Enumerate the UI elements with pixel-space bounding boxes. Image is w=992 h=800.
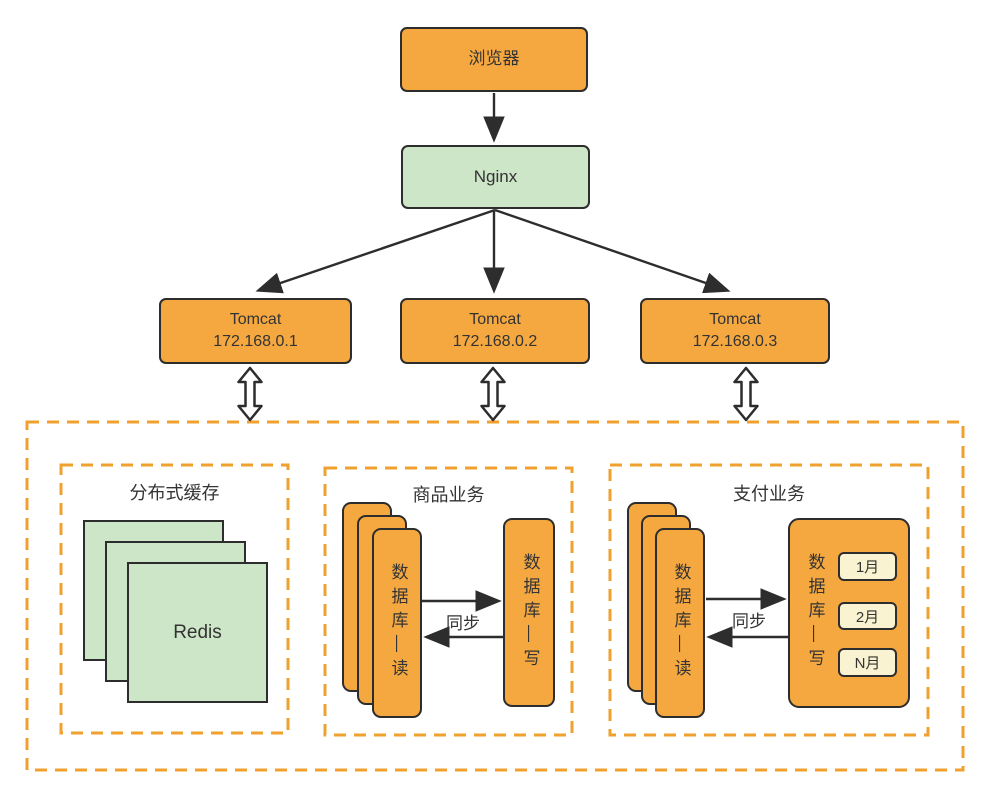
product-read-db-front: 数据库—读	[372, 528, 422, 718]
month-shard-n: N月	[838, 648, 897, 677]
product-read-label: 数据库—读	[388, 563, 408, 683]
payment-read-label: 数据库—读	[671, 563, 691, 683]
product-write-db: 数据库—写	[503, 518, 555, 707]
tomcat-name: Tomcat	[709, 311, 761, 329]
arrow-nginx-tomcat1	[255, 208, 496, 294]
payment-section-title: 支付业务	[733, 484, 805, 504]
month-shard-2: 2月	[838, 602, 897, 630]
payment-frame	[608, 463, 930, 737]
payment-write-label-wrap: 数据库—写	[795, 530, 835, 696]
redis-label: Redis	[173, 621, 222, 643]
tomcat-ip: 172.168.0.3	[692, 333, 778, 350]
browser-label: 浏览器	[468, 49, 520, 69]
tomcat-node-3: Tomcat 172.168.0.3	[640, 298, 830, 364]
tomcat-node-1: Tomcat 172.168.0.1	[159, 298, 352, 364]
tomcat-node-2: Tomcat 172.168.0.2	[400, 298, 590, 364]
product-section-title: 商品业务	[412, 485, 485, 505]
double-arrow-tomcat3	[733, 366, 759, 422]
product-write-label: 数据库—写	[520, 552, 540, 673]
month-shard-1: 1月	[838, 552, 897, 581]
redis-node-front: Redis	[127, 562, 268, 703]
browser-node: 浏览器	[400, 27, 588, 92]
payment-read-db-front: 数据库—读	[655, 528, 705, 718]
nginx-label: Nginx	[473, 166, 518, 186]
arrow-nginx-tomcat3	[494, 208, 731, 294]
payment-sync-label: 同步	[732, 612, 766, 631]
tomcat-name: Tomcat	[469, 311, 521, 329]
cluster-frame	[25, 420, 965, 772]
nginx-node: Nginx	[401, 145, 590, 209]
tomcat-name: Tomcat	[229, 311, 282, 329]
cache-frame	[59, 463, 290, 735]
double-arrow-tomcat1	[237, 366, 263, 422]
double-arrow-tomcat2	[480, 366, 506, 422]
payment-write-label: 数据库—写	[805, 553, 825, 673]
product-frame	[323, 466, 574, 737]
tomcat-ip: 172.168.0.2	[452, 333, 538, 350]
cache-section-title: 分布式缓存	[129, 483, 220, 503]
product-sync-label: 同步	[446, 614, 480, 633]
tomcat-ip: 172.168.0.1	[213, 333, 298, 350]
